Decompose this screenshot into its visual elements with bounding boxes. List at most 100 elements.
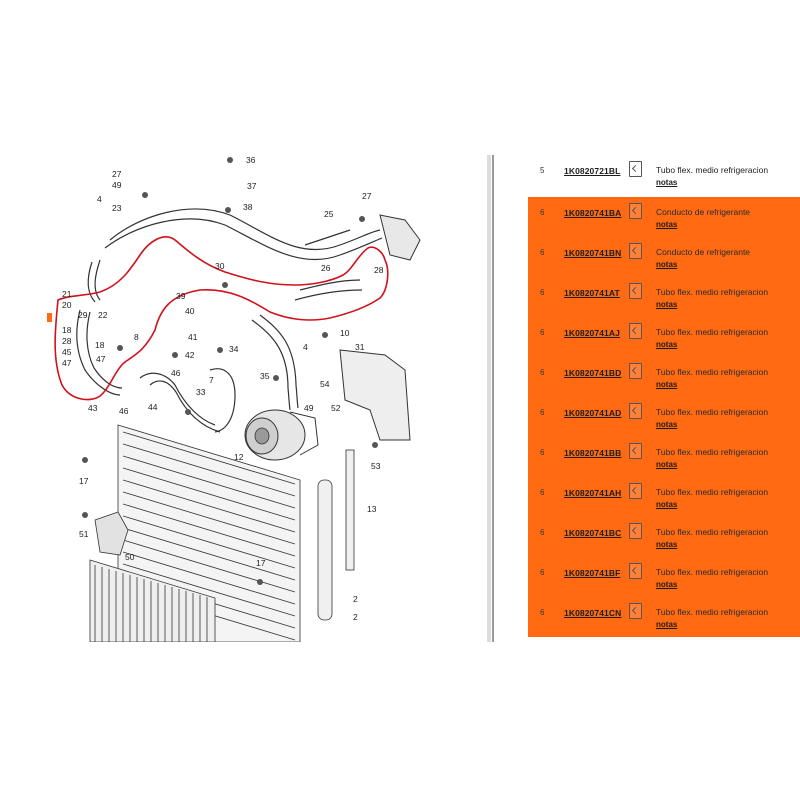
callout: 4: [303, 342, 308, 352]
part-number-link[interactable]: 1K0820741BC: [564, 528, 622, 538]
notes-link[interactable]: notas: [656, 620, 678, 629]
item-position: 6: [540, 608, 545, 617]
list-item[interactable]: 6 1K0820741BC Tubo flex. medio refrigera…: [528, 517, 800, 557]
callout: 41: [188, 332, 198, 342]
bolts: [82, 157, 378, 585]
parts-list: 5 1K0820721BL Tubo flex. medio refrigera…: [528, 155, 800, 642]
part-number-link[interactable]: 1K0820741CN: [564, 608, 622, 618]
callout: 26: [321, 263, 331, 273]
callout: 22: [98, 310, 108, 320]
item-position: 6: [540, 288, 545, 297]
item-position: 6: [540, 488, 545, 497]
item-position: 6: [540, 328, 545, 337]
callout: 8: [134, 332, 139, 342]
notes-link[interactable]: notas: [656, 260, 678, 269]
notes-link[interactable]: notas: [656, 380, 678, 389]
part-number-link[interactable]: 1K0820741AJ: [564, 328, 620, 338]
part-number-link[interactable]: 1K0820741BD: [564, 368, 622, 378]
part-description: Tubo flex. medio refrigeracion: [656, 567, 769, 577]
document-icon[interactable]: [629, 523, 642, 539]
document-icon[interactable]: [629, 483, 642, 499]
part-description: Tubo flex. medio refrigeracion: [656, 487, 769, 497]
document-icon[interactable]: [629, 161, 642, 177]
list-item[interactable]: 6 1K0820741AT Tubo flex. medio refrigera…: [528, 277, 800, 317]
list-item[interactable]: 6 1K0820741AD Tubo flex. medio refrigera…: [528, 397, 800, 437]
part-description: Tubo flex. medio refrigeracion: [656, 447, 769, 457]
hoses: [76, 208, 383, 433]
part-number-link[interactable]: 1K0820741BF: [564, 568, 621, 578]
part-description: Tubo flex. medio refrigeracion: [656, 527, 769, 537]
notes-link[interactable]: notas: [656, 178, 678, 187]
part-description: Tubo flex. medio refrigeracion: [656, 287, 769, 297]
callout: 17: [79, 476, 89, 486]
callout: 29: [78, 310, 88, 320]
list-item[interactable]: 6 1K0820741BD Tubo flex. medio refrigera…: [528, 357, 800, 397]
callout: 46: [171, 368, 181, 378]
callout: 40: [185, 306, 195, 316]
list-item[interactable]: 6 1K0820741BF Tubo flex. medio refrigera…: [528, 557, 800, 597]
part-description: Conducto de refrigerante: [656, 247, 751, 257]
notes-link[interactable]: notas: [656, 340, 678, 349]
callout: 28: [62, 336, 72, 346]
callout: 45: [62, 347, 72, 357]
notes-link[interactable]: notas: [656, 460, 678, 469]
parts-diagram[interactable]: 27 49 4 23 36 37 38 27 25 26 28 21 20 29…: [5, 155, 485, 642]
callout: 36: [246, 155, 256, 165]
part-number-link[interactable]: 1K0820741BA: [564, 208, 622, 218]
part-description: Tubo flex. medio refrigeracion: [656, 165, 769, 175]
callout: 52: [331, 403, 341, 413]
list-item[interactable]: 6 1K0820741BB Tubo flex. medio refrigera…: [528, 437, 800, 477]
document-icon[interactable]: [629, 443, 642, 459]
item-position: 6: [540, 208, 545, 217]
item-position: 6: [540, 568, 545, 577]
document-icon[interactable]: [629, 603, 642, 619]
part-number-link[interactable]: 1K0820741BB: [564, 448, 622, 458]
notes-link[interactable]: notas: [656, 540, 678, 549]
list-item[interactable]: 5 1K0820721BL Tubo flex. medio refrigera…: [528, 155, 800, 195]
part-number-link[interactable]: 1K0820741BN: [564, 248, 622, 258]
expansion-valve: [379, 214, 421, 261]
document-icon[interactable]: [629, 243, 642, 259]
callout: 2: [353, 612, 358, 622]
ac-system-diagram: 27 49 4 23 36 37 38 27 25 26 28 21 20 29…: [47, 155, 421, 642]
callout: 50: [125, 552, 135, 562]
list-item[interactable]: 6 1K0820741AJ Tubo flex. medio refrigera…: [528, 317, 800, 357]
notes-link[interactable]: notas: [656, 420, 678, 429]
part-number-link[interactable]: 1K0820741AT: [564, 288, 620, 298]
notes-link[interactable]: notas: [656, 500, 678, 509]
document-icon[interactable]: [629, 563, 642, 579]
notes-link[interactable]: notas: [656, 300, 678, 309]
callout: 2: [353, 594, 358, 604]
panel-splitter-edge: [492, 155, 494, 642]
callout: 53: [371, 461, 381, 471]
list-item[interactable]: 6 1K0820741AH Tubo flex. medio refrigera…: [528, 477, 800, 517]
callout: 18: [95, 340, 105, 350]
drier-13: [317, 479, 333, 621]
notes-link[interactable]: notas: [656, 580, 678, 589]
document-icon[interactable]: [629, 283, 642, 299]
callout: 39: [176, 291, 186, 301]
document-icon[interactable]: [629, 403, 642, 419]
document-icon[interactable]: [629, 323, 642, 339]
callout: 51: [79, 529, 89, 539]
item-position: 6: [540, 408, 545, 417]
notes-link[interactable]: notas: [656, 220, 678, 229]
callout: 13: [367, 504, 377, 514]
part-number-link[interactable]: 1K0820741AH: [564, 488, 622, 498]
callout: 31: [355, 342, 365, 352]
document-icon[interactable]: [629, 363, 642, 379]
callout: 21: [62, 289, 72, 299]
panel-splitter[interactable]: [487, 155, 491, 642]
list-item[interactable]: 6 1K0820741BA Conducto de refrigerante n…: [528, 197, 800, 237]
list-item[interactable]: 6 1K0820741BN Conducto de refrigerante n…: [528, 237, 800, 277]
list-item[interactable]: 6 1K0820741CN Tubo flex. medio refrigera…: [528, 597, 800, 637]
callout: 37: [247, 181, 257, 191]
callout: 43: [88, 403, 98, 413]
callout: 27: [362, 191, 372, 201]
part-number-link[interactable]: 1K0820721BL: [564, 166, 621, 176]
callout: 34: [229, 344, 239, 354]
compressor: [244, 409, 319, 461]
document-icon[interactable]: [629, 203, 642, 219]
callout: 10: [340, 328, 350, 338]
part-number-link[interactable]: 1K0820741AD: [564, 408, 622, 418]
